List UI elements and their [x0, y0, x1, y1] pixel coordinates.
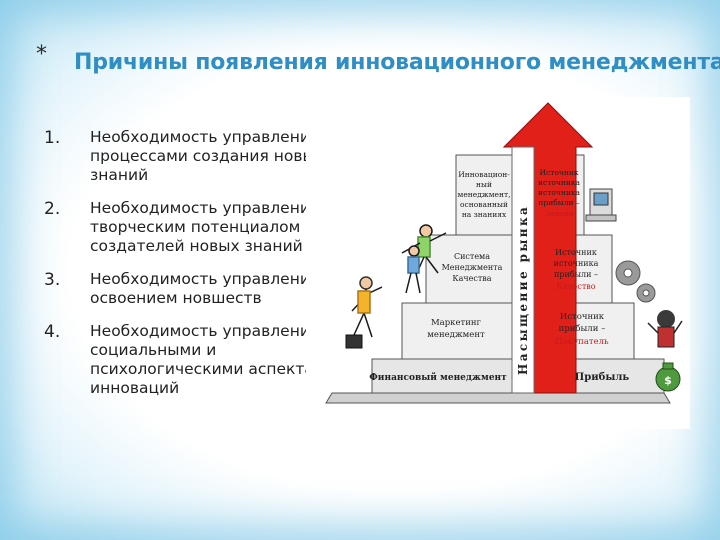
reasons-list: 1. Необходимость управления процессами с…	[44, 128, 344, 412]
arrow-label: Насыщение рынка	[516, 205, 530, 375]
svg-text:Менеджмента: Менеджмента	[442, 263, 503, 272]
svg-text:Качества: Качества	[452, 274, 491, 283]
gears-icon	[615, 260, 656, 303]
profit-text: Прибыль	[575, 372, 630, 383]
standing-person-icon	[405, 245, 421, 294]
svg-text:$: $	[664, 374, 672, 387]
svg-text:Маркетинг: Маркетинг	[431, 318, 482, 328]
computer-icon	[585, 188, 617, 222]
businessman-icon	[647, 310, 683, 348]
quality-source-text: Источник источника прибыли – Качество	[554, 248, 599, 291]
knowledge-source-text: Источник источника источника прибыли – З…	[538, 168, 581, 218]
svg-text:Источник: Источник	[539, 168, 578, 177]
item-number: 1.	[44, 128, 61, 148]
item-text: Необходимость управления освоением новше…	[90, 270, 320, 307]
svg-text:источника: источника	[538, 178, 581, 187]
svg-text:менеджмент: менеджмент	[427, 330, 485, 340]
finance-text: Финансовый менеджмент	[369, 372, 507, 383]
svg-text:основанный: основанный	[460, 200, 508, 209]
arrow-label-column	[511, 146, 535, 394]
management-pyramid-diagram: Насыщение рынка Инновацион- ный менеджме…	[306, 97, 690, 429]
pyramid-svg: Насыщение рынка Инновацион- ный менеджме…	[325, 102, 683, 404]
item-text: Необходимость управления процессами созд…	[90, 128, 324, 184]
quality-system-text: Система Менеджмента Качества	[442, 252, 503, 283]
svg-text:ный: ный	[476, 180, 492, 189]
list-item: 1. Необходимость управления процессами с…	[44, 128, 344, 185]
title-bullet: *	[36, 42, 47, 67]
item-text: Необходимость управления творческим поте…	[90, 199, 320, 255]
list-item: 2. Необходимость управления творческим п…	[44, 199, 344, 256]
slide-title: Причины появления инновационного менеджм…	[74, 50, 720, 75]
svg-text:Система: Система	[454, 252, 490, 261]
item-number: 4.	[44, 322, 61, 342]
svg-text:на знаниях: на знаниях	[462, 210, 507, 219]
base-slab	[325, 392, 671, 404]
svg-text:Инновацион-: Инновацион-	[458, 170, 510, 179]
svg-text:менеджмент,: менеджмент,	[457, 190, 510, 199]
svg-text:Качество: Качество	[556, 282, 595, 291]
list-item: 3. Необходимость управления освоением но…	[44, 270, 344, 308]
list-item: 4. Необходимость управления социальными …	[44, 322, 344, 398]
item-number: 2.	[44, 199, 61, 219]
svg-text:источника: источника	[538, 188, 581, 197]
climbing-person-icon	[351, 276, 383, 338]
item-number: 3.	[44, 270, 61, 290]
innovation-text: Инновацион- ный менеджмент, основанный н…	[457, 170, 510, 219]
svg-text:Источник: Источник	[560, 312, 605, 322]
svg-text:прибыли –: прибыли –	[554, 270, 598, 279]
marketing-text: Маркетинг менеджмент	[427, 318, 485, 340]
money-bag-icon: $	[655, 362, 681, 392]
svg-text:Покупатель: Покупатель	[555, 337, 609, 347]
buyer-source-text: Источник прибыли – Покупатель	[555, 312, 609, 347]
reaching-person-icon	[401, 224, 447, 276]
svg-text:прибыли –: прибыли –	[538, 198, 579, 207]
svg-text:Источник: Источник	[555, 248, 597, 257]
svg-text:прибыли –: прибыли –	[559, 323, 606, 334]
svg-text:Знания: Знания	[545, 209, 574, 218]
briefcase-icon	[345, 334, 363, 349]
svg-text:источника: источника	[554, 259, 599, 268]
item-text: Необходимость управления социальными и п…	[90, 322, 336, 397]
